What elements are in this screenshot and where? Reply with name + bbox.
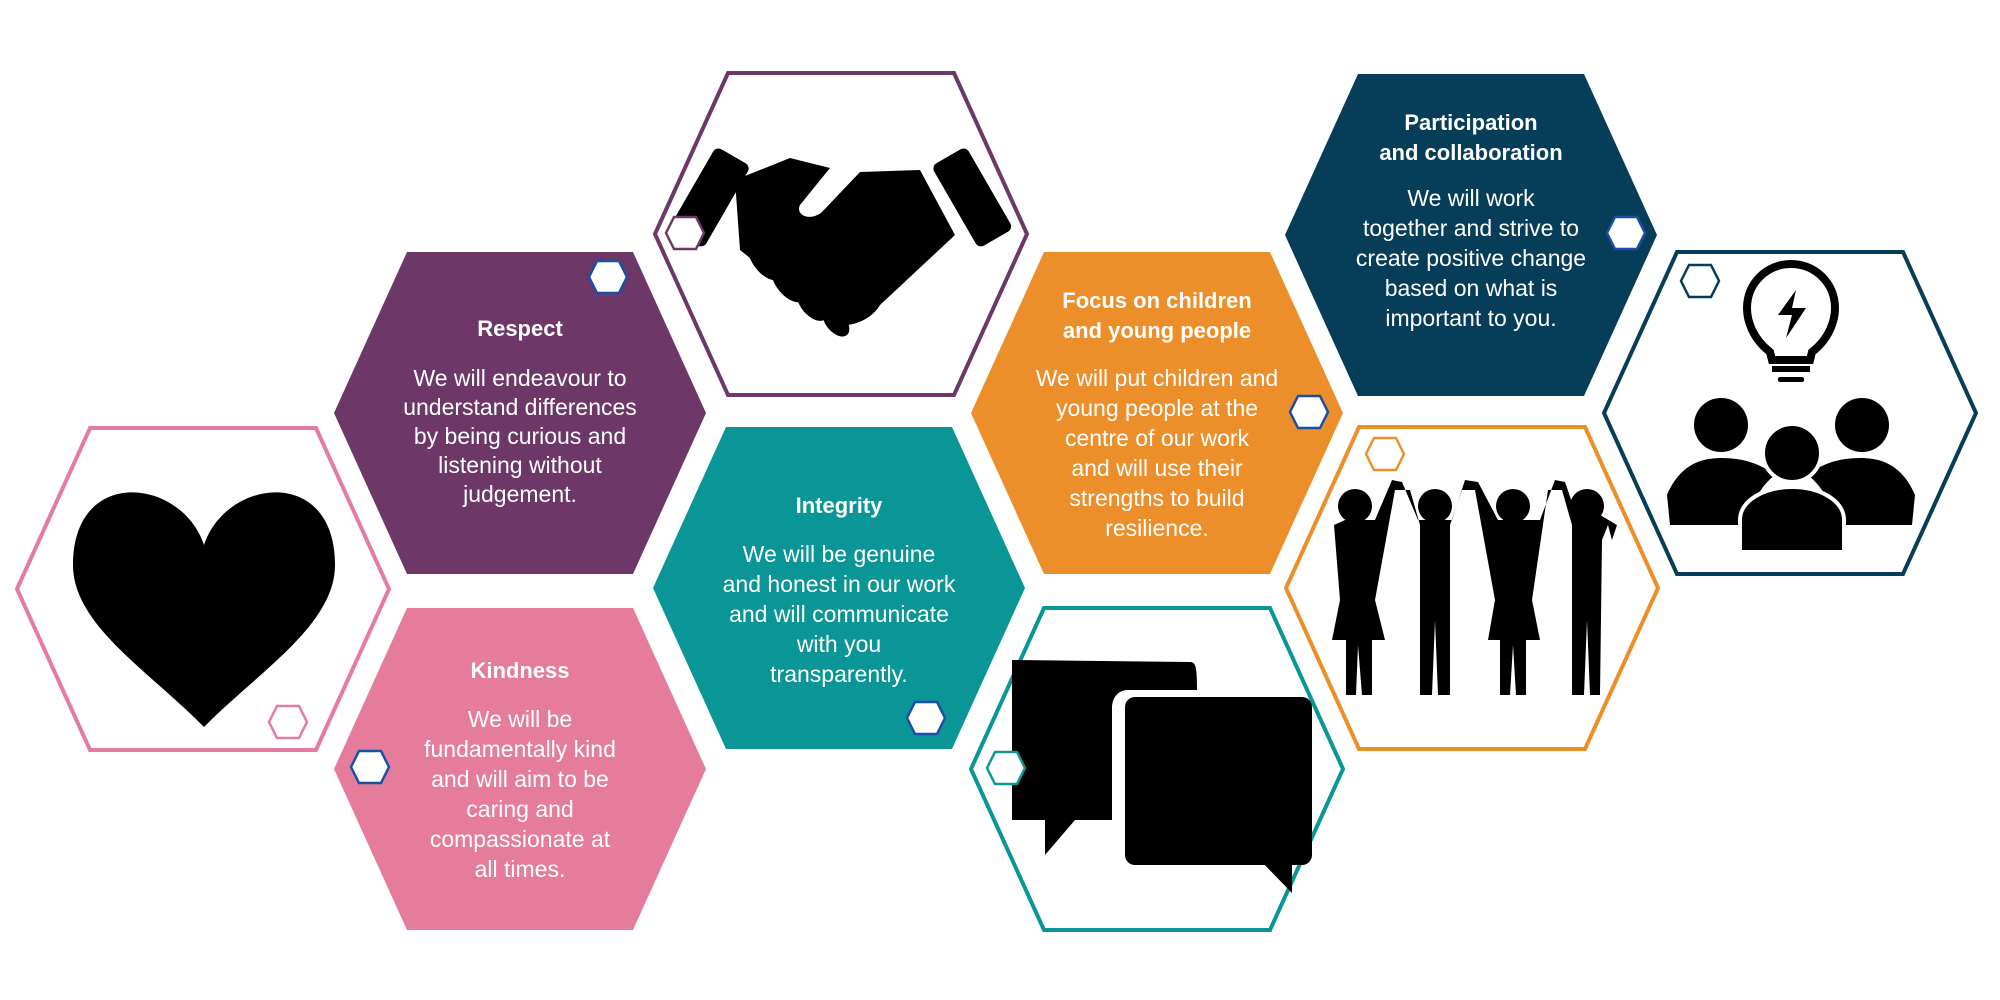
focus-title: Focus on children [1062, 288, 1251, 313]
handshake-icon [670, 148, 1012, 337]
respect-line: by being curious and [414, 423, 626, 449]
small-hexagon-marker [1288, 394, 1330, 430]
small-hexagon-marker [664, 215, 706, 251]
speech-bubbles-icon [1012, 660, 1312, 893]
small-hexagon-marker [349, 749, 391, 785]
kindness-hexagon: Kindness We will be fundamentally kind a… [334, 608, 706, 930]
kindness-line: caring and [466, 796, 573, 822]
bulb-hexagon [1602, 250, 1978, 576]
kindness-line: all times. [475, 856, 566, 882]
focus-line: We will put children and [1036, 365, 1278, 391]
focus-line: strengths to build [1069, 485, 1244, 511]
heart-hexagon [15, 426, 391, 752]
integrity-title: Integrity [796, 493, 884, 518]
small-hexagon-marker [267, 704, 309, 740]
participation-title: Participation [1404, 110, 1537, 135]
focus-line: centre of our work [1065, 425, 1250, 451]
lightbulb-group-icon [1667, 259, 1915, 554]
participation-hexagon: Participation and collaboration We will … [1285, 74, 1657, 396]
participation-line: important to you. [1385, 305, 1556, 331]
small-hexagon-marker [1679, 263, 1721, 299]
people-hexagon [1284, 425, 1660, 751]
respect-title: Respect [477, 316, 563, 341]
handshake-hexagon [653, 71, 1029, 397]
participation-line: together and strive to [1363, 215, 1579, 241]
focus-line: and will use their [1071, 455, 1243, 481]
kindness-line: compassionate at [430, 826, 611, 852]
kindness-line: We will be [468, 706, 572, 732]
respect-line: We will endeavour to [413, 365, 626, 391]
respect-line: judgement. [462, 481, 577, 507]
respect-line: listening without [438, 452, 602, 478]
integrity-line: with you [796, 631, 881, 657]
integrity-hexagon: Integrity We will be genuine and honest … [653, 427, 1025, 749]
participation-line: based on what is [1385, 275, 1558, 301]
people-holding-hands-icon [1332, 480, 1617, 695]
small-hexagon-marker [1605, 215, 1647, 251]
focus-line: young people at the [1056, 395, 1258, 421]
small-hexagon-marker [985, 750, 1027, 786]
speech-hexagon [969, 606, 1345, 932]
kindness-line: fundamentally kind [424, 736, 616, 762]
focus-hexagon: Focus on children and young people We wi… [971, 252, 1343, 574]
small-hexagon-marker [905, 700, 947, 736]
participation-line: We will work [1407, 185, 1535, 211]
small-hexagon-marker [587, 259, 629, 295]
focus-line: resilience. [1105, 515, 1209, 541]
integrity-line: We will be genuine [743, 541, 936, 567]
kindness-line: and will aim to be [431, 766, 609, 792]
heart-icon [73, 492, 335, 727]
participation-line: create positive change [1356, 245, 1586, 271]
respect-line: understand differences [403, 394, 637, 420]
respect-hexagon: Respect We will endeavour to understand … [334, 252, 706, 574]
kindness-title: Kindness [470, 658, 569, 683]
participation-title: and collaboration [1379, 140, 1562, 165]
integrity-line: and will communicate [729, 601, 949, 627]
integrity-line: transparently. [770, 661, 908, 687]
small-hexagon-marker [1364, 436, 1406, 472]
integrity-line: and honest in our work [723, 571, 956, 597]
focus-title: and young people [1063, 318, 1251, 343]
